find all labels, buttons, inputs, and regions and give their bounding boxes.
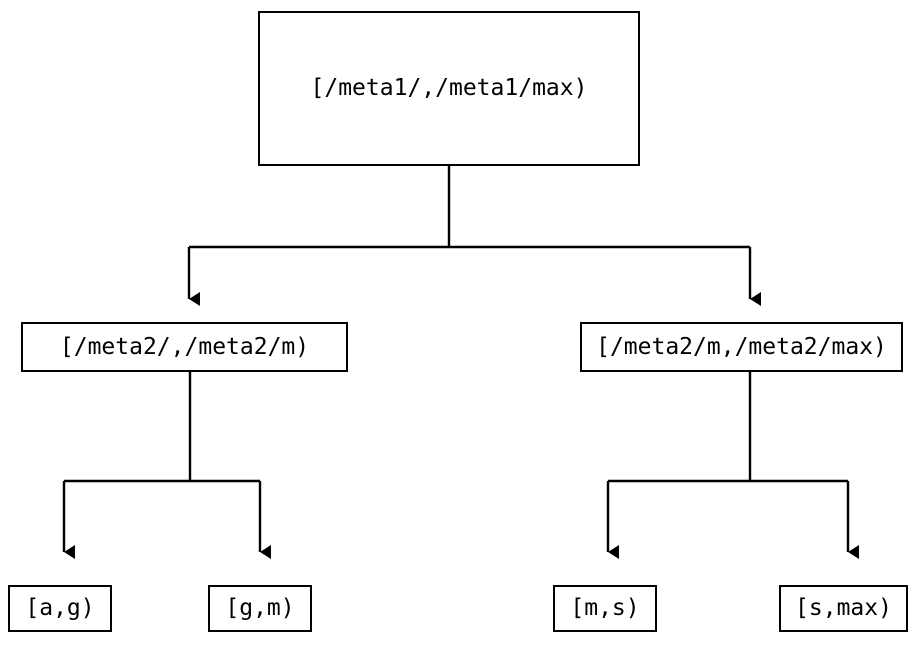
tree-node-root: [/meta1/,/meta1/max) bbox=[258, 11, 640, 166]
tree-node-leaf-gm: [g,m) bbox=[208, 585, 312, 632]
tree-node-leaf-ag: [a,g) bbox=[8, 585, 112, 632]
tree-node-mid-right: [/meta2/m,/meta2/max) bbox=[580, 322, 903, 372]
tree-node-leaf-ms: [m,s) bbox=[553, 585, 657, 632]
edge-midright-to-leaves bbox=[606, 372, 859, 559]
tree-node-mid-left: [/meta2/,/meta2/m) bbox=[21, 322, 348, 372]
edge-root-to-level1 bbox=[187, 166, 761, 306]
edge-midleft-to-leaves bbox=[62, 372, 271, 559]
tree-node-leaf-smax: [s,max) bbox=[779, 585, 908, 632]
